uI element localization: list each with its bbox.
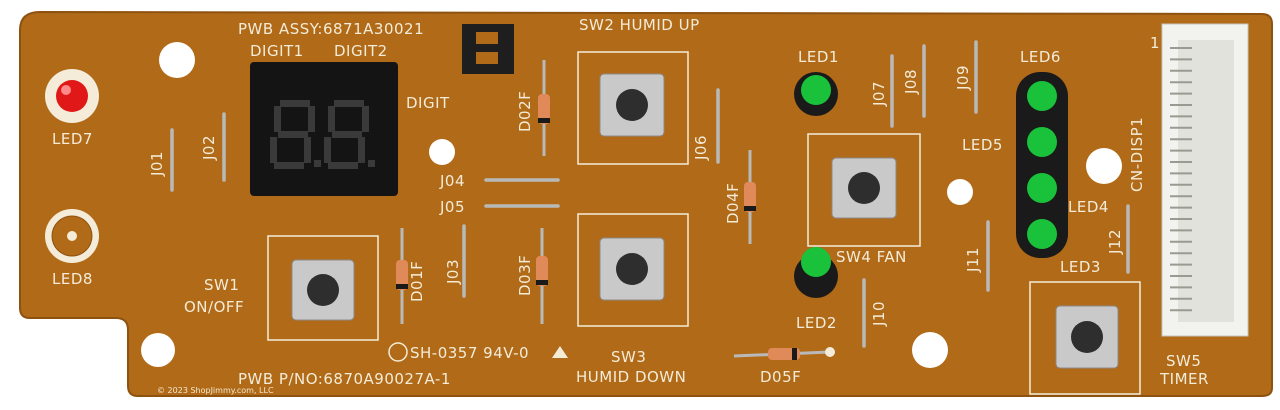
led2-label: LED2 [796, 314, 837, 332]
led7-red [45, 69, 99, 123]
j12-label: J12 [1106, 229, 1124, 255]
sw5-name-label: SW5 [1166, 352, 1201, 370]
d05f-label: D05F [760, 368, 801, 386]
seven-segment-display [250, 62, 398, 196]
j06-label: J06 [692, 135, 710, 161]
led6-label: LED6 [1020, 48, 1061, 66]
sw5-func-label: TIMER [1159, 370, 1209, 388]
digit2-label: DIGIT2 [334, 42, 388, 60]
led1-label: LED1 [798, 48, 839, 66]
sw1-func-label: ON/OFF [184, 298, 244, 316]
sw3-func-label: HUMID DOWN [576, 368, 686, 386]
j09-label: J09 [954, 65, 972, 91]
triangle-icon [552, 346, 568, 358]
sw4-label: SW4 FAN [836, 248, 907, 266]
led4-label: LED4 [1068, 198, 1109, 216]
j11-label: J11 [964, 247, 982, 273]
cn-disp1-connector [1161, 23, 1249, 337]
j05-label: J05 [439, 198, 465, 216]
j02-label: J02 [200, 135, 218, 161]
connector-pin1-label: 1 [1150, 34, 1160, 52]
sw2-label: SW2 HUMID UP [579, 16, 700, 34]
led8-label: LED8 [52, 270, 93, 288]
copyright-text: © 2023 ShopJimmy.com, LLC [157, 386, 274, 395]
switch-sw2[interactable] [577, 51, 689, 165]
digit-label: DIGIT [406, 94, 450, 112]
diodes [396, 60, 835, 360]
led5-label: LED5 [962, 136, 1003, 154]
ul-mark-label: SH-0357 94V-0 [410, 344, 529, 362]
led7-label: LED7 [52, 130, 93, 148]
d03f-label: D03F [516, 255, 534, 296]
jumper-wires [170, 40, 1130, 348]
j08-label: J08 [902, 69, 920, 95]
j01-label: J01 [148, 151, 166, 177]
switch-sw5[interactable] [1029, 281, 1141, 395]
d02f-label: D02F [516, 91, 534, 132]
switch-sw1[interactable] [267, 235, 379, 341]
ul-logo-icon [388, 342, 568, 362]
two-pin-connector [462, 24, 514, 74]
switch-sw3[interactable] [577, 213, 689, 327]
pwb-pno-label: PWB P/NO:6870A90027A-1 [238, 370, 451, 388]
led-column-3-6 [1016, 72, 1068, 258]
pwb-assy-label: PWB ASSY:6871A30021 [238, 20, 424, 38]
led8-unpopulated [45, 209, 99, 263]
d01f-label: D01F [408, 261, 426, 302]
d04f-label: D04F [724, 183, 742, 224]
sw1-name-label: SW1 [204, 276, 239, 294]
j03-label: J03 [444, 259, 462, 285]
mounting-holes [141, 42, 1122, 368]
switch-sw4[interactable] [807, 133, 921, 247]
cn-disp1-label: CN-DISP1 [1128, 117, 1146, 192]
led1-green [794, 72, 838, 116]
silkscreen: PWB ASSY:6871A30021 DIGIT1 DIGIT2 DIGIT … [52, 16, 1209, 388]
j04-label: J04 [439, 172, 465, 190]
digit1-label: DIGIT1 [250, 42, 304, 60]
led2-green [794, 247, 838, 298]
j07-label: J07 [870, 81, 888, 107]
sw3-name-label: SW3 [611, 348, 646, 366]
j10-label: J10 [870, 301, 888, 327]
led3-label: LED3 [1060, 258, 1101, 276]
